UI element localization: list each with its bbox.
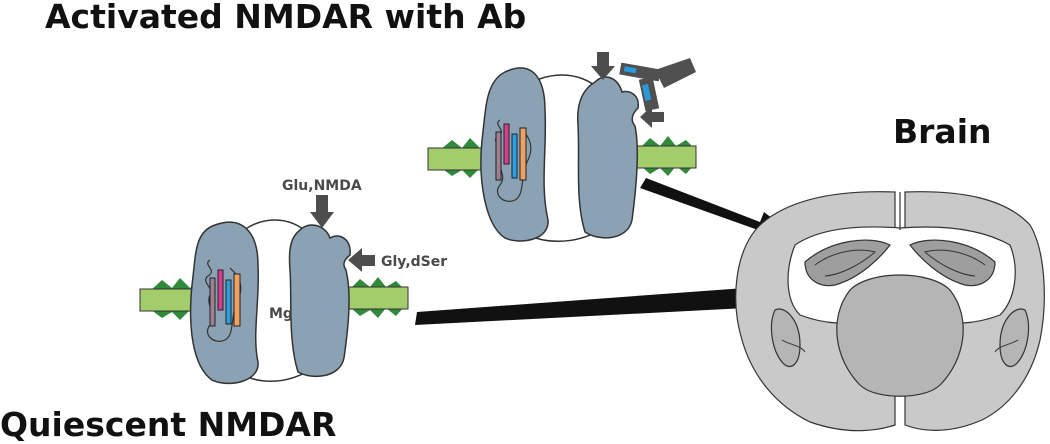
membrane-right-quiescent: [343, 277, 409, 318]
arrow-down-quiescent: [310, 195, 334, 228]
membrane-right-activated: [631, 136, 697, 176]
receptor-left-subunit-quiescent: [189, 221, 260, 385]
quiescent-title: Quiescent NMDAR: [0, 405, 336, 444]
glu-nmda-label: Glu,NMDA: [282, 178, 362, 194]
receptor-right-subunit-activated: [576, 76, 639, 239]
quiescent-receptor: Glu,NMDA Gly,dSer Mg: [139, 178, 447, 385]
arrow-down-activated: [591, 52, 615, 80]
activated-title: Activated NMDAR with Ab: [45, 0, 526, 36]
brain-section: [735, 191, 1045, 432]
arrow-left-activated: [640, 106, 664, 128]
gly-dser-label: Gly,dSer: [381, 254, 447, 270]
antibody: [619, 58, 696, 112]
mg-label: Mg: [269, 306, 293, 322]
receptor-right-subunit-quiescent: [288, 224, 351, 378]
arrow-left-quiescent: [348, 248, 375, 272]
arrow-activated-to-brain: [640, 178, 798, 240]
brain-label: Brain: [893, 112, 992, 151]
arrow-quiescent-to-brain: [415, 276, 790, 325]
activated-receptor: [427, 52, 697, 242]
